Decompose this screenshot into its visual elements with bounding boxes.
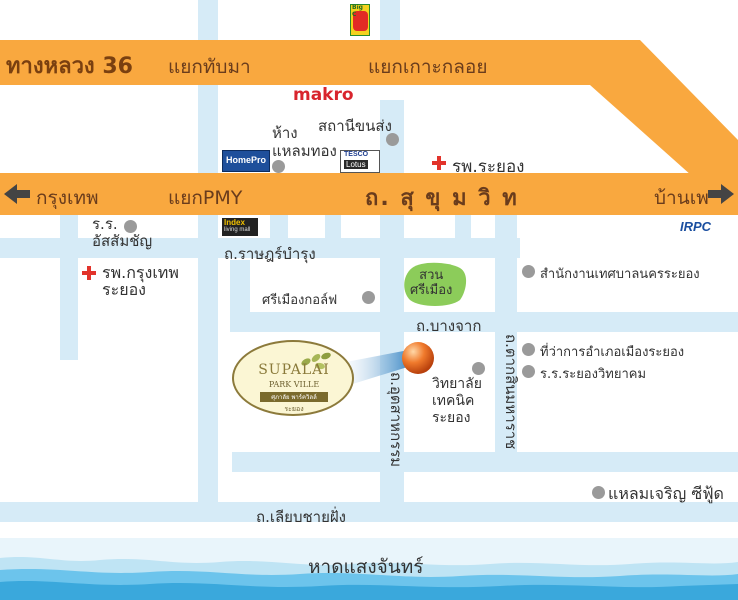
road-horizontal-1 <box>0 238 520 258</box>
makro-logo: makro <box>293 85 354 105</box>
road-vertical-left2 <box>230 260 250 320</box>
homepro-logo: HomePro <box>222 150 270 172</box>
project-thai-name: ศุภาลัย พาร์ควิลล์ <box>260 392 328 402</box>
bangjak-road-label: ถ.บางจาก <box>416 317 482 335</box>
irpc-logo: IRPC <box>680 219 712 234</box>
wittayakom-school-label: ร.ร.ระยองวิทยาคม <box>540 367 647 382</box>
bigc-logo: Big C <box>350 4 370 36</box>
park-text: สวน ศรีเมือง <box>410 268 453 298</box>
seafood-dot <box>592 486 605 499</box>
wittayakom-school-dot <box>522 365 535 378</box>
district-office-label: ที่ว่าการอำเภอเมืองระยอง <box>540 345 685 360</box>
station-label: สถานีขนส่ง <box>318 117 392 135</box>
highway-36 <box>0 40 640 85</box>
seafood-label: แหลมเจริญ ซีฟู้ด <box>608 484 724 503</box>
project-location: ระยอง <box>284 405 304 413</box>
road-vertical-4 <box>325 205 341 245</box>
beach-road-label: ถ.เลียบชายฝั่ง <box>256 508 346 526</box>
road-horizontal-3 <box>232 452 738 472</box>
road-vertical-left <box>60 200 78 360</box>
highway-diagonal <box>560 40 738 192</box>
hospital-bangkok-label: รพ.กรุงเทพ ระยอง <box>102 264 179 298</box>
municipality-label: สำนักงานเทศบาลนครระยอง <box>540 267 700 282</box>
ratchbamrung-road-label: ถ.ราษฎร์บำรุง <box>224 245 316 263</box>
park-label: สวน ศรีเมือง <box>410 268 452 298</box>
bigc-mark <box>353 11 368 31</box>
golf-dot <box>362 291 375 304</box>
tech-college-dot <box>472 362 485 375</box>
district-office-dot <box>522 343 535 356</box>
road-bangjak <box>230 312 738 332</box>
golf-label: ศรีเมืองกอล์ฟ <box>262 293 338 308</box>
road-beach <box>0 502 738 522</box>
tesco-text: TESCO <box>344 151 369 158</box>
living-mall-text: living mall <box>224 227 251 233</box>
assumption-school-text: ร.ร. อัสสัมชัญ <box>92 215 153 250</box>
department-store-dot <box>272 160 285 173</box>
department-store-text: ห้าง แหลมทอง <box>272 124 337 160</box>
junction-tabma-label: แยกทับมา <box>168 56 251 78</box>
index-text: Index <box>224 218 245 227</box>
station-dot <box>386 133 399 146</box>
homepro-text: HomePro <box>226 155 267 165</box>
banphe-label: บ้านเพ <box>654 187 709 209</box>
arrow-left-icon <box>4 184 30 204</box>
road-vertical-mid <box>455 205 471 245</box>
road-vertical-top <box>380 0 400 50</box>
hospital-rayong-label: รพ.ระยอง <box>452 157 525 177</box>
project-sub: PARK VILLE <box>268 380 320 389</box>
sukhumvit-road <box>0 173 738 215</box>
project-name: SUPALAI <box>258 362 330 378</box>
hospital-bangkok-text: รพ.กรุงเทพ ระยอง <box>102 263 179 299</box>
tech-college-label: วิทยาลัย เทคนิค ระยอง <box>432 376 482 427</box>
index-living-mall-logo: Index living mall <box>222 218 258 236</box>
park-shape <box>404 262 467 306</box>
hospital-rayong-cross-icon <box>432 156 446 170</box>
assumption-school-label: ร.ร. อัสสัมชัญ <box>92 216 152 250</box>
municipality-dot <box>522 265 535 278</box>
assumption-school-dot <box>124 220 137 233</box>
tesco-lotus-logo: TESCO Lotus <box>340 150 380 173</box>
project-logo: SUPALAI PARK VILLE ศุภาลัย พาร์ควิลล์ ระ… <box>232 340 354 416</box>
bigc-text: Big C <box>352 4 363 18</box>
department-store-label: ห้าง แหลมทอง <box>272 124 337 160</box>
wave-graphic <box>0 557 738 600</box>
road-taksin <box>495 205 517 470</box>
road-utsahakam <box>380 100 404 520</box>
hospital-bangkok-cross-icon <box>82 266 96 280</box>
junction-pmy-label: แยกPMY <box>168 187 243 209</box>
junction-koklai-label: แยกเกาะกลอย <box>368 56 488 78</box>
taksin-road-label: ถ.ตากสินมหาราช <box>502 334 520 450</box>
lotus-text: Lotus <box>344 160 368 169</box>
sea-area <box>0 538 738 600</box>
leaf-icon <box>301 352 331 370</box>
arrow-right-icon <box>708 184 734 204</box>
project-location-marker[interactable] <box>400 340 436 376</box>
tech-college-text: วิทยาลัย เทคนิค ระยอง <box>432 376 482 426</box>
bangkok-label: กรุงเทพ <box>36 187 99 209</box>
sukhumvit-name: ถ. สุ ขุ ม วิ ท <box>365 186 519 211</box>
highway-36-label: ทางหลวง 36 <box>6 54 133 79</box>
beach-label: หาดแสงจันทร์ <box>308 556 424 578</box>
